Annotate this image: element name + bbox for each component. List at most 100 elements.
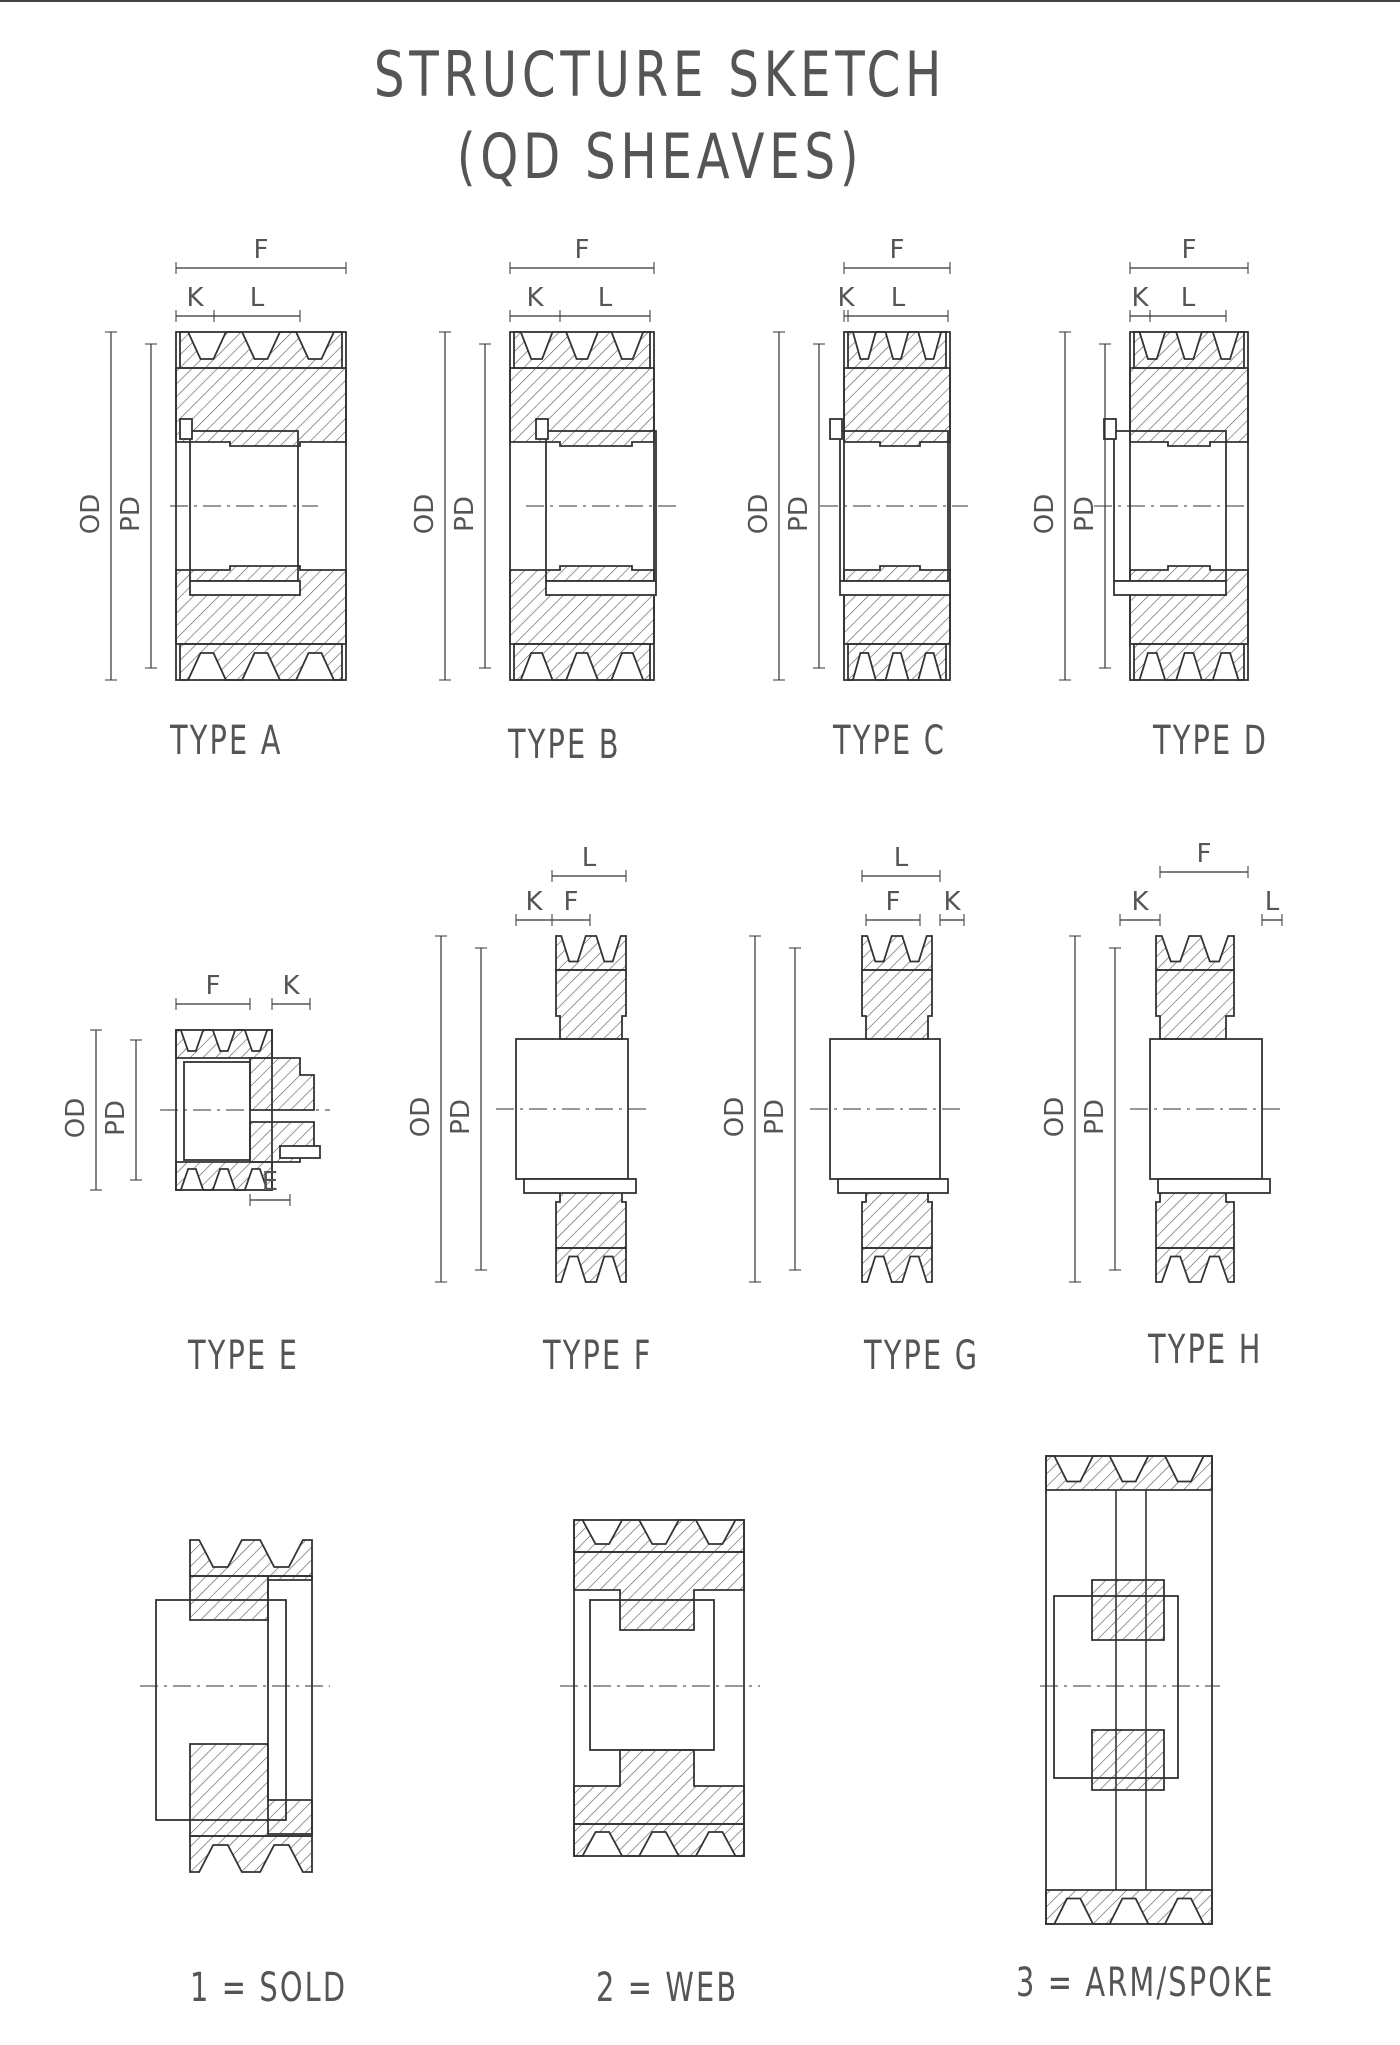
dimension-label: PD bbox=[760, 1099, 790, 1135]
groove-rim bbox=[513, 643, 651, 681]
groove-rim bbox=[175, 1029, 273, 1059]
groove-rim bbox=[861, 1247, 933, 1283]
groove-rim bbox=[1155, 1247, 1235, 1283]
web-section-upper bbox=[1155, 969, 1235, 1040]
groove-rim bbox=[1133, 643, 1245, 681]
sheave-outline bbox=[509, 331, 655, 681]
web-section-lower bbox=[573, 1749, 745, 1825]
caption-type-f: TYPE F bbox=[543, 1333, 653, 1379]
web-section-lower bbox=[1129, 565, 1249, 645]
web-section-upper bbox=[555, 969, 627, 1040]
solid-section bbox=[189, 1743, 313, 1837]
dimension-label: L bbox=[894, 843, 909, 873]
dimension-label: OD bbox=[61, 1098, 91, 1139]
top-border-line bbox=[0, 0, 1400, 2]
page-subtitle: (QD SHEAVES) bbox=[456, 120, 864, 193]
web-section-upper bbox=[509, 367, 655, 447]
hub-section bbox=[249, 1057, 315, 1111]
groove-rim bbox=[179, 331, 343, 369]
groove-rim bbox=[573, 1519, 745, 1553]
sheave-outline bbox=[1045, 1455, 1213, 1925]
dimension-label: PD bbox=[784, 496, 814, 532]
groove-rim bbox=[847, 331, 947, 369]
caption-type-h: TYPE H bbox=[1148, 1327, 1263, 1373]
sheave-type-g bbox=[810, 935, 960, 1283]
dimension-label: K bbox=[526, 283, 544, 313]
bushing bbox=[155, 1599, 287, 1821]
dimension-label: K bbox=[525, 887, 543, 917]
bolt-head bbox=[535, 418, 549, 440]
dimension-label: L bbox=[582, 843, 597, 873]
web-section-upper bbox=[175, 367, 347, 447]
page-title: STRUCTURE SKETCH bbox=[373, 38, 947, 111]
sheave-type-f bbox=[496, 935, 648, 1283]
bolt bbox=[189, 580, 301, 596]
dimension-label: F bbox=[564, 887, 579, 917]
bore bbox=[183, 1061, 251, 1161]
sheave-figures bbox=[140, 331, 1282, 1925]
dimension-label: F bbox=[1197, 839, 1212, 869]
solid-section bbox=[189, 1575, 313, 1621]
hub-face bbox=[267, 1575, 313, 1835]
dimension-label: PD bbox=[1070, 496, 1100, 532]
dimension-label: OD bbox=[406, 1097, 436, 1138]
dimension-label: OD bbox=[1040, 1097, 1070, 1138]
sheave-type-h bbox=[1130, 935, 1282, 1283]
dimension-label: PD bbox=[101, 1100, 131, 1136]
groove-rim bbox=[1045, 1889, 1213, 1925]
dimension-label: OD bbox=[76, 494, 106, 535]
dimension-label: K bbox=[1131, 887, 1149, 917]
dimension-label: K bbox=[186, 283, 204, 313]
dimension-label: PD bbox=[446, 1099, 476, 1135]
dimension-label: K bbox=[1131, 283, 1149, 313]
bolt bbox=[1157, 1178, 1271, 1194]
hub-section-upper bbox=[1091, 1579, 1165, 1641]
dimension-label: OD bbox=[720, 1097, 750, 1138]
dimension-label: OD bbox=[744, 494, 774, 535]
dimension-label: L bbox=[891, 283, 906, 313]
groove-rim bbox=[189, 1835, 313, 1873]
web-section-upper bbox=[1129, 367, 1249, 447]
groove-rim bbox=[1133, 331, 1245, 369]
groove-rim bbox=[189, 1539, 313, 1577]
bolt bbox=[839, 580, 951, 596]
dimension-label: F bbox=[254, 235, 269, 265]
dimension-label: L bbox=[598, 283, 613, 313]
web-section-upper bbox=[573, 1551, 745, 1631]
dimension-label: F bbox=[886, 887, 901, 917]
dimension-label: F bbox=[575, 235, 590, 265]
bolt bbox=[837, 1178, 949, 1194]
web-section-lower bbox=[175, 565, 347, 645]
bolt bbox=[1113, 580, 1227, 596]
bushing bbox=[589, 1599, 715, 1751]
caption-type-g: TYPE G bbox=[864, 1333, 980, 1379]
groove-rim bbox=[1045, 1455, 1213, 1491]
groove-rim bbox=[555, 935, 627, 971]
caption-web: 2 = WEB bbox=[596, 1965, 739, 2011]
sheave-type-c bbox=[820, 331, 968, 681]
bolt bbox=[279, 1145, 321, 1159]
caption-solid: 1 = SOLD bbox=[190, 1965, 348, 2011]
groove-rim bbox=[175, 1161, 273, 1191]
dimension-label: L bbox=[1265, 887, 1280, 917]
dimension-label: F bbox=[206, 971, 221, 1001]
dimension-label: OD bbox=[410, 494, 440, 535]
bolt-head bbox=[179, 418, 193, 440]
bolt-head bbox=[1103, 418, 1117, 440]
bolt bbox=[523, 1178, 637, 1194]
groove-rim bbox=[847, 643, 947, 681]
dimension-label: OD bbox=[1030, 494, 1060, 535]
sheave-outline bbox=[573, 1519, 745, 1857]
construction-web bbox=[560, 1519, 760, 1857]
groove-rim bbox=[555, 1247, 627, 1283]
caption-type-b: TYPE B bbox=[508, 722, 621, 768]
groove-rim bbox=[179, 643, 343, 681]
dimension-label: K bbox=[282, 971, 300, 1001]
dimension-label: PD bbox=[116, 496, 146, 532]
caption-type-d: TYPE D bbox=[1153, 718, 1269, 764]
bolt-head bbox=[829, 418, 843, 440]
dimension-label: F bbox=[890, 235, 905, 265]
web-section-lower bbox=[843, 565, 951, 645]
groove-rim bbox=[1155, 935, 1235, 971]
